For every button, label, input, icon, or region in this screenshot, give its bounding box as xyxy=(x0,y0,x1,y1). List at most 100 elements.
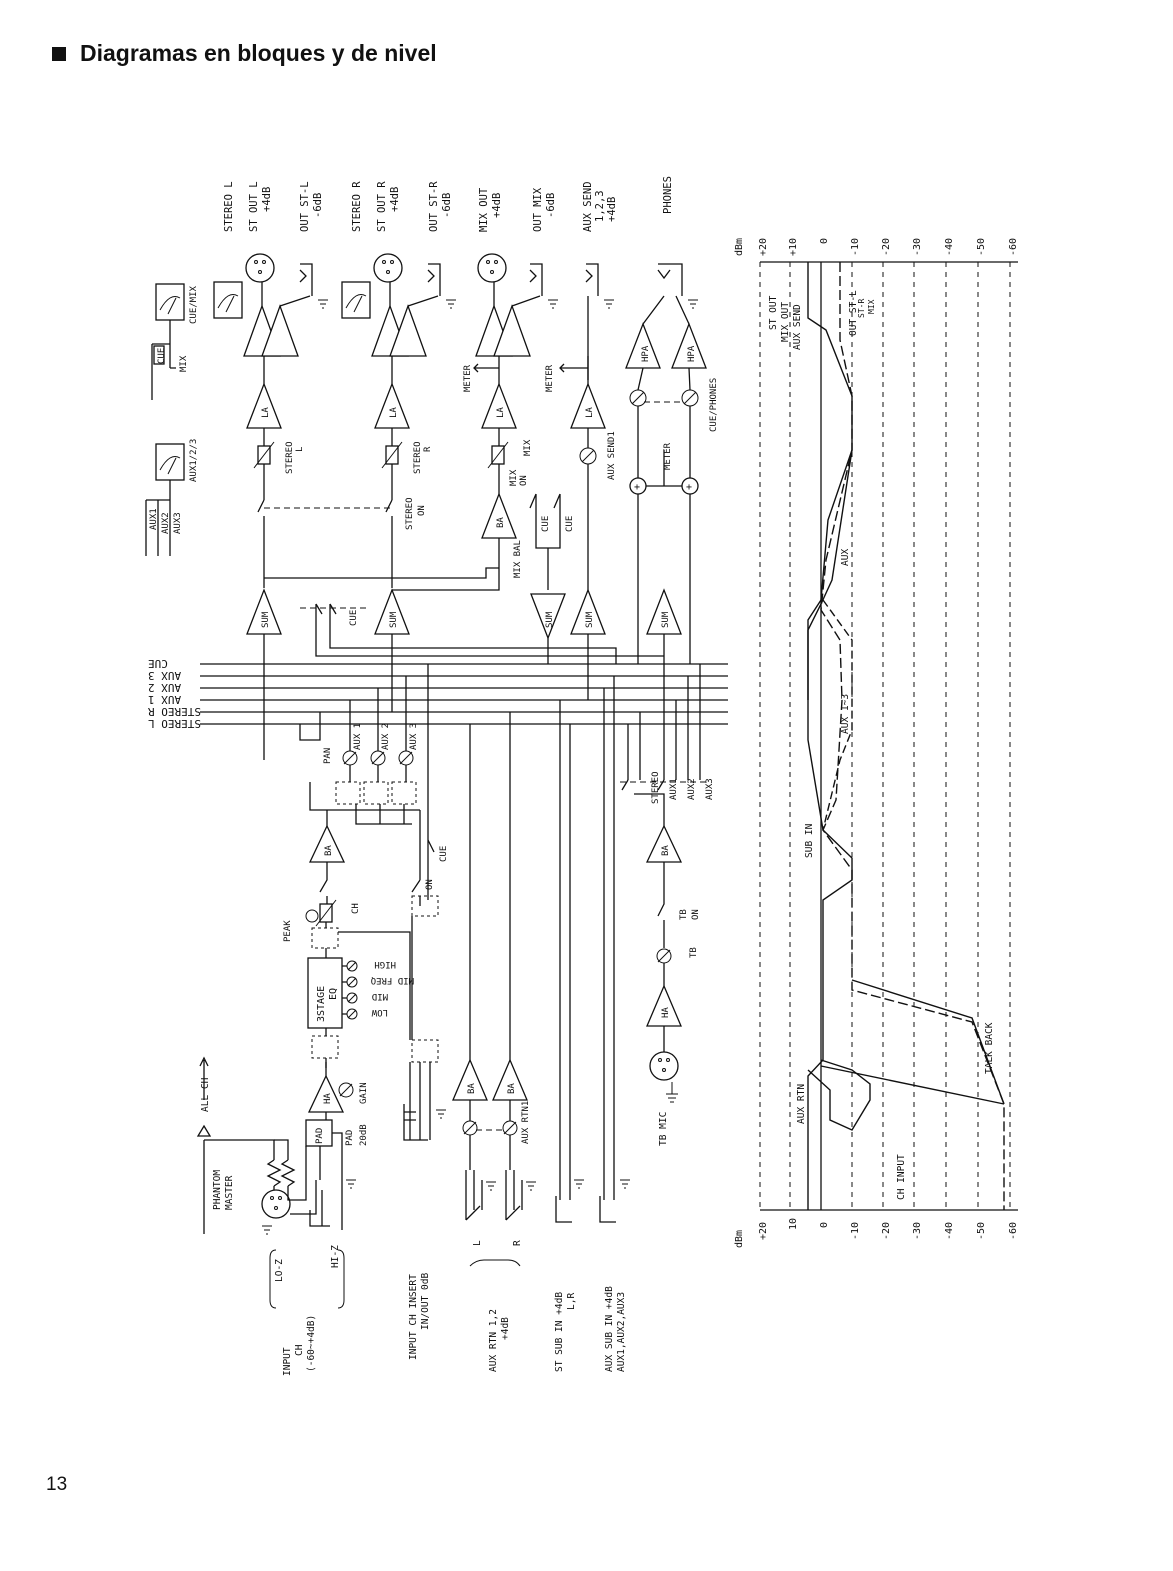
xlr-st-out-l xyxy=(245,253,275,283)
svg-text:MIX: MIX xyxy=(509,469,519,486)
svg-text:ON: ON xyxy=(417,505,427,516)
svg-text:SUM: SUM xyxy=(389,611,399,628)
svg-text:AUX SUB IN +4dB: AUX SUB IN +4dB xyxy=(604,1286,615,1372)
svg-text:MIX: MIX xyxy=(523,439,533,456)
svg-text:ST SUB IN +4dB: ST SUB IN +4dB xyxy=(554,1292,565,1372)
la-aux-send xyxy=(570,382,606,429)
label-stereo-r: STEREO R xyxy=(351,181,363,232)
svg-text:+20: +20 xyxy=(758,238,769,256)
bus-cue: CUE xyxy=(148,657,168,670)
xlr-st-out-r xyxy=(373,253,403,283)
jack-aux-send xyxy=(585,263,599,296)
svg-text:STEREO: STEREO xyxy=(285,441,295,474)
svg-text:0: 0 xyxy=(819,1222,830,1228)
svg-text:TB: TB xyxy=(689,947,699,958)
svg-text:BA: BA xyxy=(324,845,334,856)
svg-text:AUX RTN1: AUX RTN1 xyxy=(521,1101,531,1144)
svg-text:SUB IN: SUB IN xyxy=(804,823,815,858)
jack-out-st-l xyxy=(299,263,313,296)
meter-selectors: CUE/MIX CUE MIX AUX1/2/3 AUX1 AUX2 AUX3 xyxy=(145,283,199,556)
trace-aux-rtn xyxy=(807,1059,871,1131)
svg-text:+4dB: +4dB xyxy=(500,1317,511,1340)
svg-text:MASTER: MASTER xyxy=(224,1175,235,1210)
svg-text:+20: +20 xyxy=(758,1222,769,1240)
svg-text:AUX RTN 1,2: AUX RTN 1,2 xyxy=(488,1309,499,1372)
ha-talkback xyxy=(646,984,682,1027)
xlr-input xyxy=(261,1189,291,1219)
svg-text:MIX OUT: MIX OUT xyxy=(780,302,791,342)
level-diagram: dBm +20 +10 0 -10 -20 -30 -40 -50 -60 dB… xyxy=(734,238,1019,1248)
svg-text:-40: -40 xyxy=(944,238,955,256)
svg-text:LA: LA xyxy=(585,407,595,418)
svg-text:AUX: AUX xyxy=(840,549,851,566)
svg-text:AUX1/2/3: AUX1/2/3 xyxy=(189,439,199,482)
xlr-tb-mic xyxy=(649,1051,679,1081)
svg-text:MIX: MIX xyxy=(179,355,189,372)
svg-text:AUX1: AUX1 xyxy=(669,778,679,800)
jack-out-st-r xyxy=(427,263,441,296)
meter-cue-mix xyxy=(155,283,185,321)
svg-text:-10: -10 xyxy=(850,1222,861,1240)
svg-text:-50: -50 xyxy=(976,238,987,256)
svg-text:L,R: L,R xyxy=(566,1293,577,1310)
la-mix xyxy=(481,382,517,429)
talkback: STEREO AUX1 AUX2 AUX3 BA TB ON TB HA xyxy=(620,664,715,1103)
svg-text:MIX BAL: MIX BAL xyxy=(513,540,523,578)
svg-text:TB: TB xyxy=(679,909,689,920)
label-cue-phones: CUE/PHONES xyxy=(709,378,719,432)
label-out-st-l: OUT ST-L xyxy=(299,181,311,232)
bus-stereo-l: STEREO L xyxy=(148,717,201,730)
label-st-out-l: ST OUT L xyxy=(248,181,260,232)
svg-text:HPA: HPA xyxy=(687,345,697,362)
peak-led xyxy=(305,909,319,923)
svg-text:-40: -40 xyxy=(944,1222,955,1240)
jack-phones xyxy=(657,263,683,296)
svg-text:PAN: PAN xyxy=(323,748,333,764)
page-heading: Diagramas en bloques y de nivel xyxy=(52,40,437,67)
trace-mix xyxy=(820,262,1005,1210)
svg-text:-60: -60 xyxy=(1008,1222,1019,1240)
svg-text:HA: HA xyxy=(323,1093,333,1104)
sum-amps: SUM SUM SUM SUM SUM CUE xyxy=(246,588,682,724)
label-out-mix-lvl: -6dB xyxy=(545,193,557,218)
axis-unit-bottom: dBm xyxy=(734,1230,745,1248)
svg-text:0: 0 xyxy=(819,238,830,244)
svg-text:LA: LA xyxy=(389,407,399,418)
svg-text:METER: METER xyxy=(545,364,555,392)
label-mix-out: MIX OUT xyxy=(478,187,490,232)
svg-text:PEAK: PEAK xyxy=(283,920,293,942)
svg-text:CUE: CUE xyxy=(565,516,575,532)
svg-text:CH: CH xyxy=(351,903,361,914)
heading-bullet xyxy=(52,46,66,61)
meter-l xyxy=(213,281,243,319)
input-connector: PHANTOM MASTER ALL CH LO-Z HI-Z INPUT CH… xyxy=(196,1056,356,1376)
sum-cue xyxy=(530,593,566,640)
page-number: 13 xyxy=(46,1474,68,1495)
svg-text:STEREO: STEREO xyxy=(405,497,415,530)
svg-text:SUM: SUM xyxy=(545,611,555,628)
svg-text:AUX RTN: AUX RTN xyxy=(796,1084,807,1124)
svg-text:PHANTOM: PHANTOM xyxy=(212,1170,223,1210)
svg-text:SUM: SUM xyxy=(261,611,271,628)
svg-text:AUX SEND: AUX SEND xyxy=(792,304,803,350)
master-faders: STEREO L STEREO R MIX AUX SEND1 METER ME… xyxy=(253,363,617,590)
la-stereo-l xyxy=(246,382,282,429)
output-amps xyxy=(213,281,589,380)
label-st-out-l-lvl: +4dB xyxy=(261,187,273,212)
svg-text:CUE: CUE xyxy=(157,348,167,364)
trace-talkback xyxy=(851,979,1005,1105)
axis-unit-top: dBm xyxy=(734,238,745,256)
svg-text:OUT ST-L: OUT ST-L xyxy=(848,290,859,336)
label-aux-send-ch: 1,2,3 xyxy=(594,190,606,222)
svg-text:AUX1,AUX2,AUX3: AUX1,AUX2,AUX3 xyxy=(616,1292,627,1372)
jack-out-mix xyxy=(529,263,543,296)
svg-text:MIX: MIX xyxy=(867,299,876,314)
svg-text:3STAGE: 3STAGE xyxy=(316,986,327,1022)
svg-text:ALL CH: ALL CH xyxy=(200,1077,211,1112)
svg-text:-50: -50 xyxy=(976,1222,987,1240)
output-connectors xyxy=(245,253,698,309)
svg-text:HI-Z: HI-Z xyxy=(330,1245,341,1268)
svg-text:-30: -30 xyxy=(912,238,923,256)
svg-text:-20: -20 xyxy=(881,1222,892,1240)
